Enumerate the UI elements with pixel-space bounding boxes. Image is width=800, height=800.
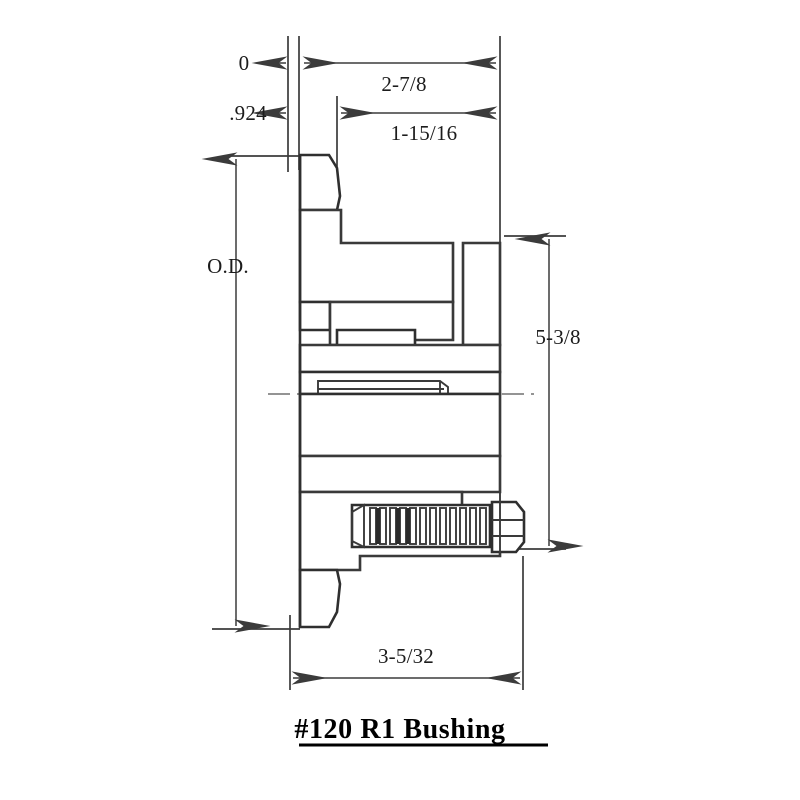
sprocket-tooth-upper — [298, 153, 342, 212]
upper-keyway-slot — [298, 300, 332, 332]
upper-lower-layer — [298, 343, 502, 374]
dimension-label-3-5-32: 3-5/32 — [378, 644, 434, 668]
thread-ink-blob-3 — [406, 508, 410, 544]
lower-upper-layer — [298, 454, 502, 494]
dimension-label-1-15-16: 1-15/16 — [391, 121, 458, 145]
dimension-label-924: .924 — [229, 101, 267, 125]
bore-wall-lower — [298, 392, 502, 458]
dimension-label-2-7-8: 2-7/8 — [381, 72, 426, 96]
sprocket-tooth-lower — [298, 568, 342, 629]
bore-wall-upper — [298, 370, 502, 396]
set-screw-head — [490, 500, 526, 554]
thread-ink-blob-1 — [376, 508, 380, 544]
set-screw-assembly — [350, 500, 526, 554]
thread-ink-blob-2 — [396, 508, 400, 544]
drawing-title: #120 R1 Bushing — [294, 714, 505, 745]
bushing-geometry — [298, 153, 526, 629]
set-screw-point — [351, 503, 365, 549]
dimension-label-5-3-8: 5-3/8 — [535, 325, 580, 349]
upper-flange-section — [298, 208, 455, 304]
dimension-label-zero: 0 — [239, 51, 250, 75]
right-outer-block-upper — [461, 241, 502, 347]
dimension-label-od: O.D. — [207, 254, 249, 278]
